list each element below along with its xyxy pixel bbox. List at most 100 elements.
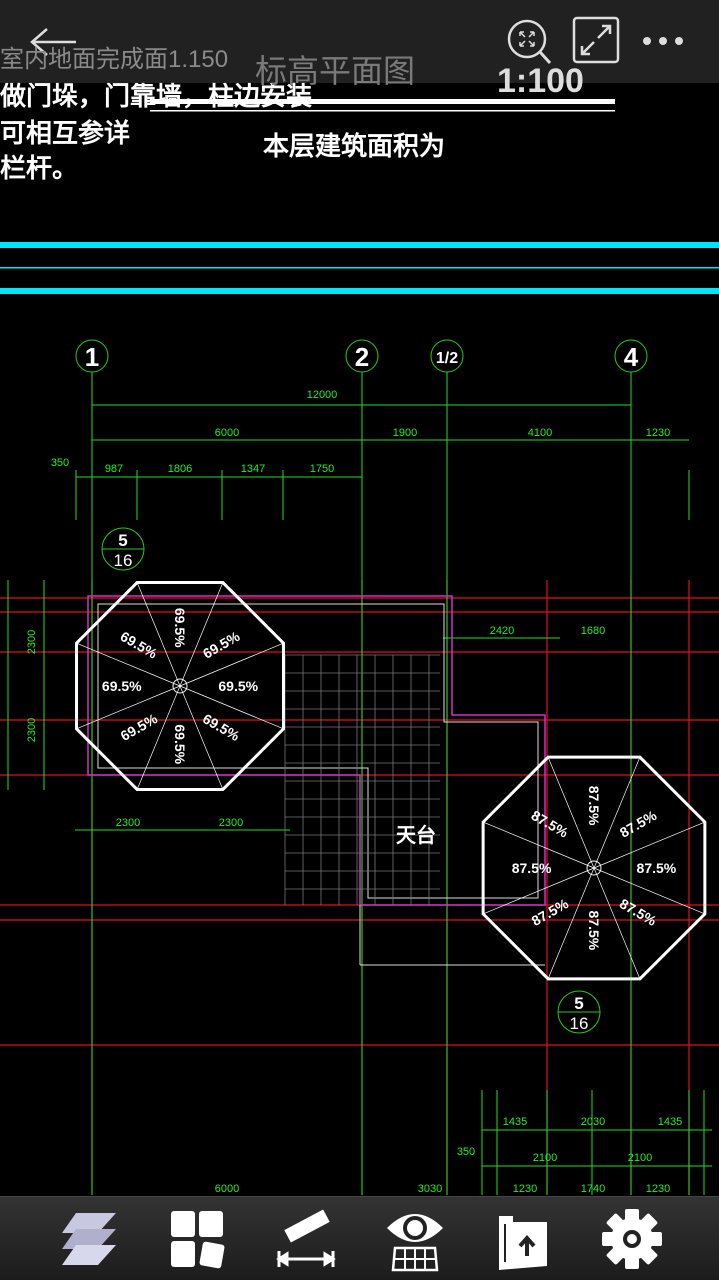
title-underline-thin [150, 110, 615, 112]
dim-label: 2100 [628, 1152, 652, 1164]
roof-apex [586, 860, 602, 876]
slope-label: 87.5% [512, 860, 552, 876]
dim-label: 350 [457, 1146, 475, 1158]
slope-label: 69.5% [200, 710, 243, 744]
dim-label: 1740 [581, 1183, 605, 1195]
back-button[interactable] [28, 20, 80, 64]
svg-text:16: 16 [114, 551, 133, 570]
eye-view-icon [387, 1214, 443, 1272]
axis-label: 1/2 [436, 350, 458, 367]
plan-geometry [0, 372, 719, 1195]
slope-label: 87.5% [617, 895, 660, 929]
svg-text:5: 5 [118, 531, 127, 550]
dim-label: 6000 [215, 427, 239, 439]
slope-label: 87.5% [586, 911, 602, 951]
roof-ridge [179, 685, 224, 790]
dim-label: 2100 [533, 1152, 557, 1164]
note-line-3: 栏杆。 [0, 153, 78, 183]
roof-ridge [136, 582, 181, 687]
dim-label: 350 [51, 457, 69, 469]
svg-text:5: 5 [574, 994, 583, 1013]
layers-icon [62, 1213, 116, 1265]
wall-outline [87, 595, 546, 906]
dim-label: 1230 [513, 1183, 537, 1195]
note-line-1: 做门垛，门靠墙，柱边安装 [0, 81, 312, 111]
detail-callout[interactable]: 5 16 [557, 990, 601, 1034]
axis-label: 2 [355, 342, 369, 372]
dimension-labels: 12000 6000 1900 4100 1230 350 987 1806 1… [26, 389, 682, 1195]
dim-label: 6000 [215, 1183, 239, 1195]
cyan-line [0, 267, 719, 269]
ruler-measure-icon [276, 1209, 336, 1267]
roof-ridge [179, 642, 284, 687]
dim-label: 1230 [646, 1183, 670, 1195]
dim-label: 2300 [116, 817, 140, 829]
dim-label: 2300 [219, 817, 243, 829]
dim-label: 1230 [646, 427, 670, 439]
measure-button[interactable] [271, 1205, 341, 1273]
slope-label: 87.5% [529, 895, 572, 929]
roof-ridge [483, 867, 595, 915]
axis-label: 1 [85, 342, 99, 372]
dim-label: 1347 [241, 463, 265, 475]
wall-outline [97, 603, 539, 899]
title-underline [150, 99, 615, 104]
dim-label: 1806 [168, 463, 192, 475]
svg-text:16: 16 [570, 1014, 589, 1033]
detail-callout[interactable]: 5 16 [101, 527, 145, 571]
roof-ridge [593, 821, 705, 869]
roof-ridge [547, 757, 595, 869]
top-bar [0, 0, 719, 83]
more-dots-icon [643, 37, 683, 45]
roof-ridge [179, 685, 284, 730]
folder-export-icon [499, 1216, 547, 1270]
dim-label: 1435 [503, 1116, 527, 1128]
area-note: 本层建筑面积为 [263, 131, 445, 161]
axis-bubbles: 1 2 1/2 4 [75, 339, 648, 373]
roof-ridge [136, 685, 181, 790]
settings-button[interactable] [597, 1205, 667, 1273]
slope-label: 69.5% [102, 678, 142, 694]
slope-label: 69.5% [118, 628, 161, 662]
roof-ridge [483, 821, 595, 869]
dim-label: 2420 [490, 625, 514, 637]
view-button[interactable] [380, 1205, 450, 1273]
dim-label: 2300 [26, 630, 38, 654]
layouts-button[interactable] [162, 1205, 232, 1273]
export-button[interactable] [488, 1205, 558, 1273]
dim-label: 12000 [307, 389, 338, 401]
more-button[interactable] [638, 24, 688, 58]
dim-label: 1900 [393, 427, 417, 439]
dim-label: 1680 [581, 625, 605, 637]
slope-label: 87.5% [586, 786, 602, 826]
slope-label: 69.5% [200, 628, 243, 662]
bottom-toolbar [0, 1196, 719, 1280]
dim-label: 1435 [658, 1116, 682, 1128]
slope-labels: 69.5%69.5%69.5%69.5%69.5%69.5%69.5%69.5%… [102, 608, 677, 951]
slope-label: 69.5% [172, 608, 188, 648]
slope-label: 87.5% [637, 860, 677, 876]
slope-label: 69.5% [218, 678, 258, 694]
dim-label: 3030 [418, 1183, 442, 1195]
layers-button[interactable] [55, 1205, 125, 1273]
dim-label: 2030 [581, 1116, 605, 1128]
cyan-line [0, 288, 719, 294]
dim-label: 2300 [26, 718, 38, 742]
dim-label: 4100 [528, 427, 552, 439]
cyan-line [0, 242, 719, 248]
dim-label: 987 [105, 463, 123, 475]
expand-icon [572, 16, 620, 64]
zoom-extents-button[interactable] [504, 16, 554, 66]
roof-ridge [76, 642, 181, 687]
dim-label: 1750 [310, 463, 334, 475]
gear-icon [602, 1209, 662, 1269]
axis-label: 4 [624, 342, 639, 372]
slope-label: 69.5% [172, 724, 188, 764]
roof-ridge [76, 685, 181, 730]
note-line-2: 可相互参详 [0, 118, 130, 148]
terrace-label: 天台 [396, 823, 436, 847]
fullscreen-button[interactable] [572, 16, 622, 66]
layouts-icon [171, 1211, 225, 1269]
roof-ridge [593, 867, 641, 979]
